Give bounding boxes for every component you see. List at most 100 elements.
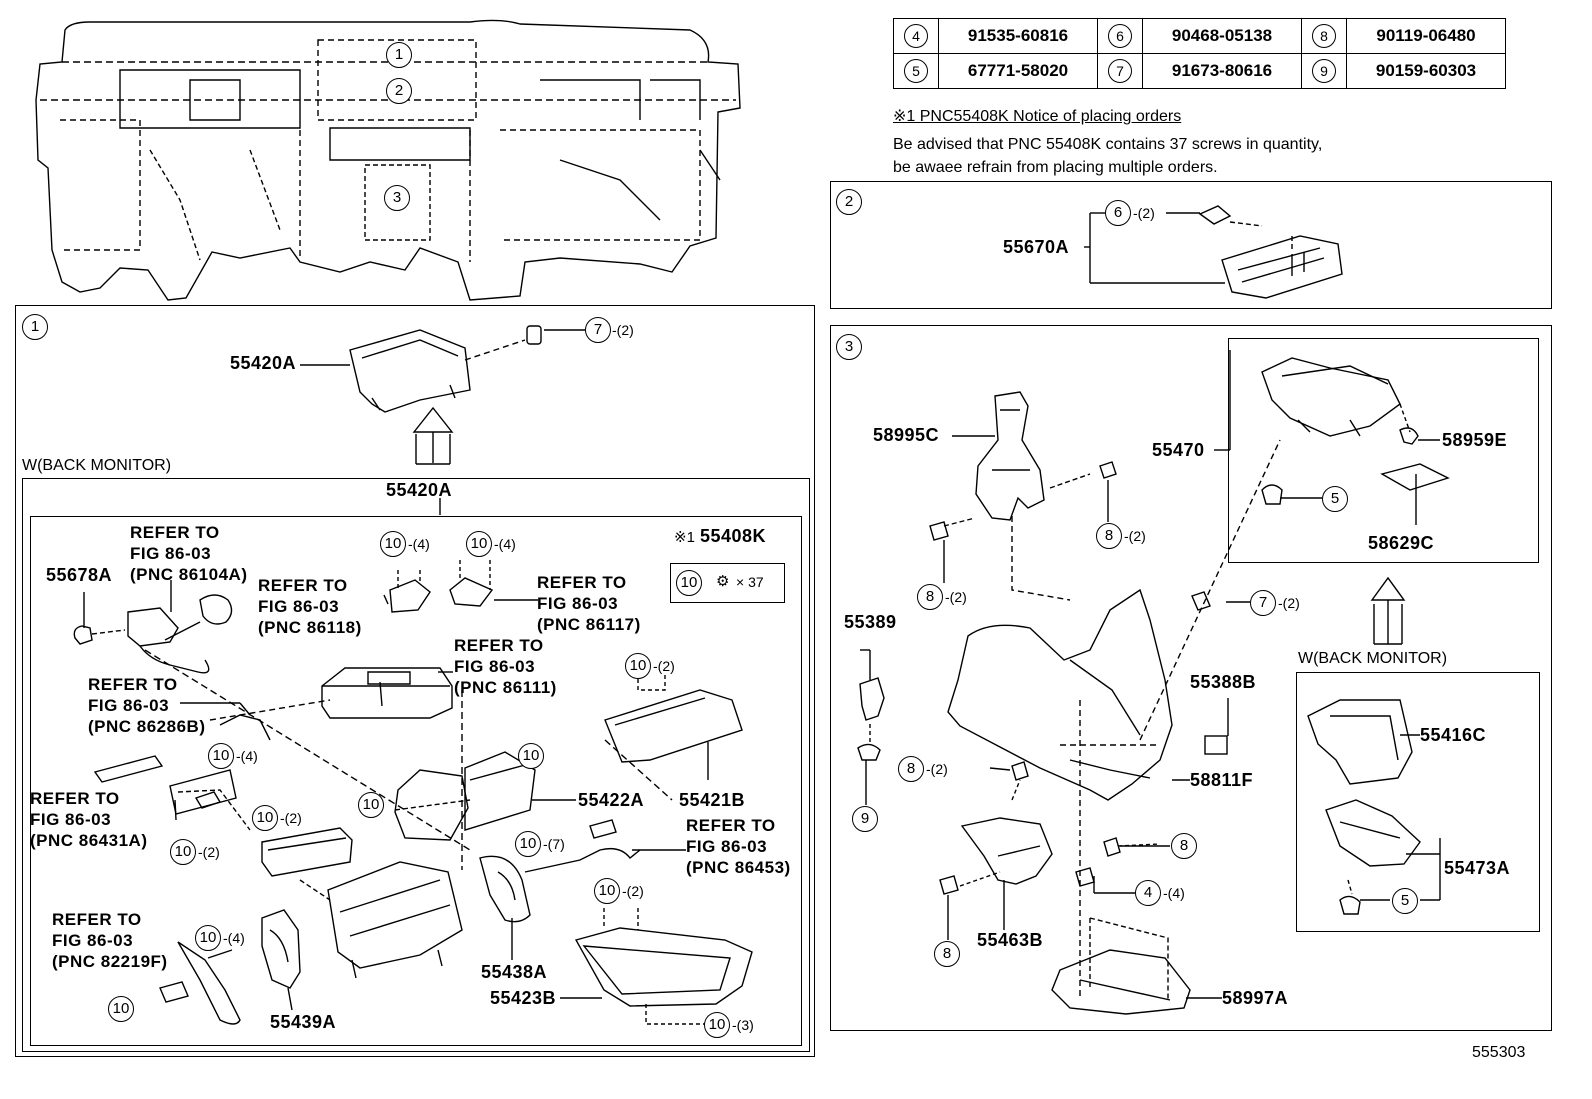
overview-callout: 1	[386, 42, 412, 68]
part-label-55420A-assembly: 55420A	[386, 480, 453, 500]
part-label-58995C: 58995C	[873, 425, 940, 445]
fastener-callout: 9	[852, 806, 878, 832]
fastener-callout: 7	[585, 317, 611, 343]
screw-callout-10: 10	[208, 743, 234, 769]
table-row: 5 67771-58020 7 91673-80616 9 90159-6030…	[893, 53, 1506, 89]
part-label-55438A: 55438A	[481, 962, 548, 982]
part-label-55439A: 55439A	[270, 1012, 337, 1032]
fastener-parts-table: 4 91535-60816 6 90468-05138 8 90119-0648…	[893, 18, 1506, 89]
part-label-55389: 55389	[844, 612, 897, 632]
fastener-qty: -(2)	[1124, 528, 1146, 544]
screw-qty: -(2)	[280, 810, 302, 826]
screw-icon: ⚙	[716, 573, 730, 590]
fastener-callout: 8	[917, 584, 943, 610]
leader-lines	[83, 212, 1441, 1011]
kit-qty: × 37	[736, 574, 764, 590]
refer-note-86118: REFER TO FIG 86-03 (PNC 86118)	[258, 576, 362, 637]
fastener-callout: 8	[898, 756, 924, 782]
fastener-qty: -(2)	[926, 761, 948, 777]
part-label-55670A: 55670A	[1003, 237, 1070, 257]
refer-note-86453: REFER TO FIG 86-03 (PNC 86453)	[686, 816, 791, 877]
kit-callout: 10	[676, 570, 702, 596]
fastener-qty: -(2)	[1278, 595, 1300, 611]
notice-title: ※1 PNC55408K Notice of placing orders	[893, 108, 1182, 125]
table-part-number: 90119-06480	[1346, 18, 1506, 54]
part-label-55473A: 55473A	[1444, 858, 1511, 878]
screw-qty: -(4)	[236, 748, 258, 764]
fastener-callout: 7	[1250, 590, 1276, 616]
section-1-callout: 1	[22, 314, 48, 340]
part-label-55470: 55470	[1152, 440, 1205, 460]
fastener-callout: 8	[1096, 523, 1122, 549]
screw-callout-10: 10	[625, 653, 651, 679]
screw-qty: -(2)	[198, 844, 220, 860]
table-ref-circle: 9	[1312, 59, 1336, 83]
screw-callout-10: 10	[358, 792, 384, 818]
part-label-58959E: 58959E	[1442, 430, 1508, 450]
screw-qty: -(4)	[223, 930, 245, 946]
assembly-frame	[30, 516, 802, 1046]
fastener-callout: 5	[1392, 888, 1418, 914]
part-label-58629C: 58629C	[1368, 533, 1435, 553]
table-part-number: 90159-60303	[1346, 53, 1506, 89]
screw-callout-10: 10	[466, 531, 492, 557]
screw-callout-10: 10	[518, 743, 544, 769]
screw-callout-10: 10	[594, 878, 620, 904]
screw-callout-10: 10	[380, 531, 406, 557]
dashboard-overview-drawing	[35, 19, 741, 301]
table-ref-circle: 6	[1108, 24, 1132, 48]
section-2-frame	[830, 181, 1552, 309]
section1-drawing	[73, 325, 753, 1025]
table-part-number: 90468-05138	[1142, 18, 1302, 54]
kit-box	[670, 563, 785, 603]
screw-callout-10: 10	[704, 1012, 730, 1038]
variant-heading: W(BACK MONITOR)	[22, 457, 172, 474]
refer-note-86431A: REFER TO FIG 86-03 (PNC 86431A)	[30, 789, 148, 850]
notice-line-1: Be advised that PNC 55408K contains 37 s…	[893, 136, 1323, 153]
refer-note-86286B: REFER TO FIG 86-03 (PNC 86286B)	[88, 675, 206, 736]
table-part-number: 91673-80616	[1142, 53, 1302, 89]
screw-qty: -(2)	[653, 658, 675, 674]
screw-qty: -(2)	[622, 883, 644, 899]
fastener-callout: 6	[1105, 200, 1131, 226]
kit-mark: ※1	[674, 529, 695, 546]
section-3-callout: 3	[836, 334, 862, 360]
screw-qty: -(4)	[494, 536, 516, 552]
screw-callout-10: 10	[195, 925, 221, 951]
upper-subassembly-frame	[1228, 338, 1539, 563]
section-1-frame	[15, 305, 815, 1057]
back-monitor-subassembly-frame	[1296, 672, 1540, 932]
overview-callout: 2	[386, 78, 412, 104]
part-label-55421B: 55421B	[679, 790, 746, 810]
notice-line-2: be awaee refrain from placing multiple o…	[893, 159, 1218, 176]
figure-number: 555303	[1472, 1044, 1526, 1061]
part-label-55416C: 55416C	[1420, 725, 1487, 745]
screw-callout-10: 10	[170, 839, 196, 865]
overview-callout: 3	[384, 185, 410, 211]
section2-drawing	[1198, 205, 1343, 299]
part-label-55463B: 55463B	[977, 930, 1044, 950]
table-ref-circle: 5	[904, 59, 928, 83]
fastener-qty: -(2)	[1133, 205, 1155, 221]
refer-note-86117: REFER TO FIG 86-03 (PNC 86117)	[537, 573, 641, 634]
part-label-55423B: 55423B	[490, 988, 557, 1008]
fastener-qty: -(2)	[612, 322, 634, 338]
part-label-55420A-top: 55420A	[230, 353, 297, 373]
screw-qty: -(7)	[543, 836, 565, 852]
screw-qty: -(4)	[408, 536, 430, 552]
fastener-callout: 5	[1322, 486, 1348, 512]
refer-note-86111: REFER TO FIG 86-03 (PNC 86111)	[454, 636, 557, 697]
table-ref-circle: 4	[904, 24, 928, 48]
part-label-55388B: 55388B	[1190, 672, 1257, 692]
part-label-58811F: 58811F	[1190, 770, 1254, 790]
section-3-frame	[830, 325, 1552, 1031]
fastener-qty: -(4)	[1163, 885, 1185, 901]
part-label-55422A: 55422A	[578, 790, 645, 810]
table-ref-circle: 7	[1108, 59, 1132, 83]
table-row: 4 91535-60816 6 90468-05138 8 90119-0648…	[893, 18, 1506, 54]
refer-note-82219F: REFER TO FIG 86-03 (PNC 82219F)	[52, 910, 168, 971]
screw-callout-10: 10	[515, 831, 541, 857]
back-monitor-frame	[22, 478, 810, 1052]
part-label-55678A: 55678A	[46, 565, 113, 585]
